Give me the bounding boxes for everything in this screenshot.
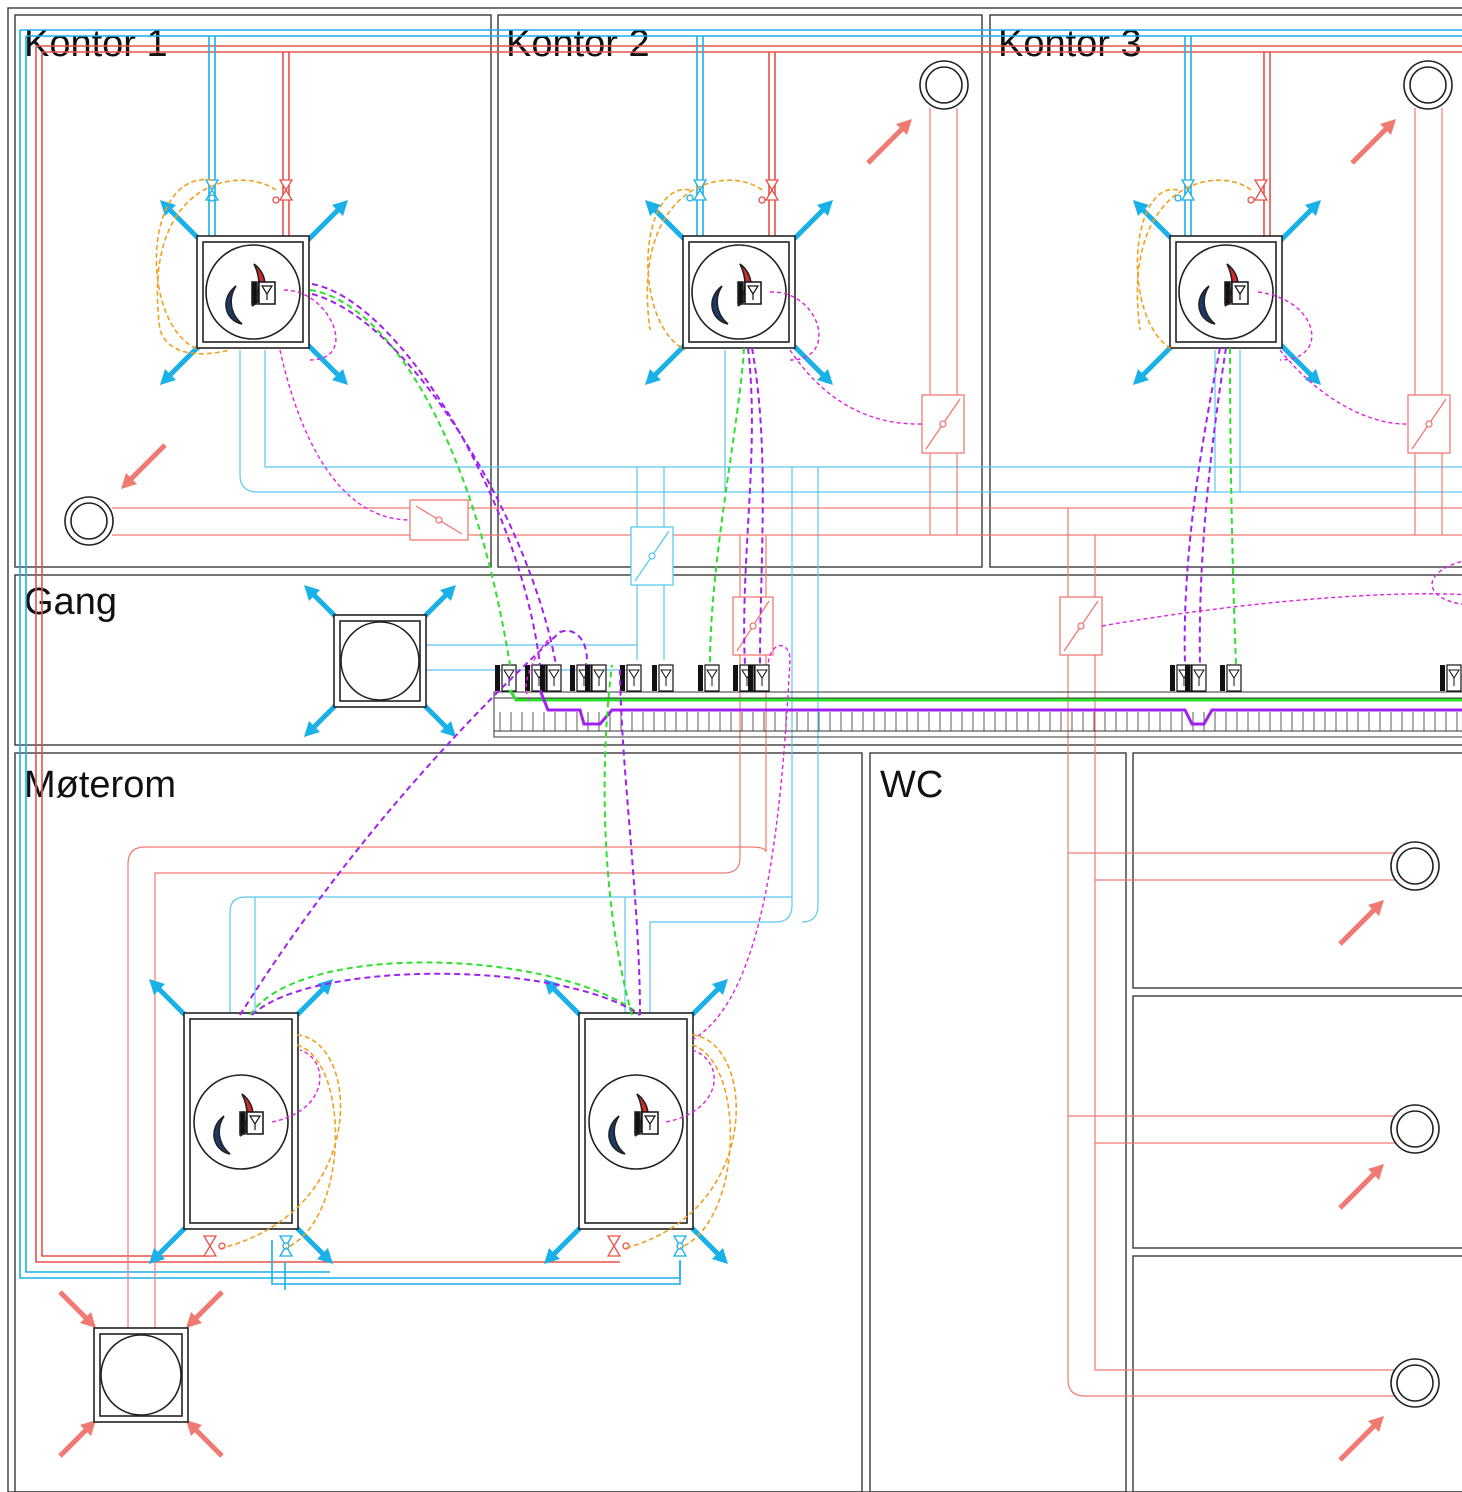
controller-icon [1440, 664, 1462, 692]
round-diffuser-icon [1390, 1104, 1440, 1154]
dampers [409, 394, 1451, 656]
controller-icon [652, 664, 674, 692]
damper-signal-cables [271, 289, 1462, 1123]
exhaust-arrows [58, 119, 1396, 1462]
controllers [495, 664, 1462, 692]
ceiling-cassette-icon [93, 1327, 189, 1423]
room-label-wc: WC [880, 764, 943, 806]
room-label-gang: Gang [24, 581, 117, 623]
arrow-icon [1338, 1164, 1384, 1210]
arrow-icon [121, 443, 167, 489]
arrow-icon [58, 1290, 96, 1328]
valve-icon [758, 179, 780, 204]
valve-icon [202, 1235, 226, 1257]
ceiling-cassette-icon [1169, 235, 1283, 349]
round-diffuser-icon [919, 60, 969, 110]
damper-icon [732, 596, 774, 656]
arrow-icon [866, 119, 912, 165]
bus-lines [508, 689, 1462, 726]
valve-icon [1247, 179, 1269, 204]
ceiling-cassette-icon [333, 614, 427, 708]
damper-icon [630, 526, 674, 586]
exhaust-ducts [112, 108, 1462, 1397]
arrow-icon [58, 1420, 96, 1458]
valve-icon [204, 179, 220, 202]
walls [7, 7, 1462, 1492]
damper-icon [1407, 394, 1451, 454]
valve-icon [272, 179, 294, 204]
valve-signal-cables [155, 179, 1252, 1249]
supply-arrows [149, 200, 1321, 1264]
round-diffuser-icon [1390, 841, 1440, 891]
round-diffuser-icon [64, 496, 114, 546]
round-diffusers [64, 60, 1453, 1408]
arrow-icon [1350, 119, 1396, 165]
controller-icon [698, 664, 720, 692]
valve-icon [1174, 179, 1196, 202]
signal-cables [239, 283, 1237, 1016]
damper-icon [921, 394, 965, 454]
round-diffuser-icon [1390, 1358, 1440, 1408]
valves [202, 179, 1269, 1257]
controller-icon [540, 664, 562, 692]
controller-icon [1220, 664, 1242, 692]
ceiling-cassette-icon [196, 235, 310, 349]
controller-icon [620, 664, 642, 692]
valve-icon [672, 1235, 688, 1257]
damper-icon [409, 499, 469, 541]
valve-icon [278, 1235, 294, 1257]
valve-icon [686, 179, 708, 202]
round-diffuser-icon [1403, 60, 1453, 110]
cable-tray-ribs [499, 712, 1458, 731]
damper-icon [1059, 596, 1103, 656]
arrow-icon [186, 1420, 224, 1458]
arrow-icon [186, 1290, 224, 1328]
controller-icon [748, 664, 770, 692]
room-label-moterom: Møterom [24, 764, 176, 806]
arrow-icon [1338, 1416, 1384, 1462]
water-piping [19, 29, 1462, 1290]
valve-icon [606, 1235, 630, 1257]
controller-icon [585, 664, 607, 692]
arrow-icon [1338, 900, 1384, 946]
cable-tray [493, 691, 1462, 738]
cassette-units [93, 235, 1283, 1423]
ceiling-cassette-icon [578, 1012, 694, 1230]
controller-icon [1185, 664, 1207, 692]
ceiling-cassette-icon [183, 1012, 299, 1230]
